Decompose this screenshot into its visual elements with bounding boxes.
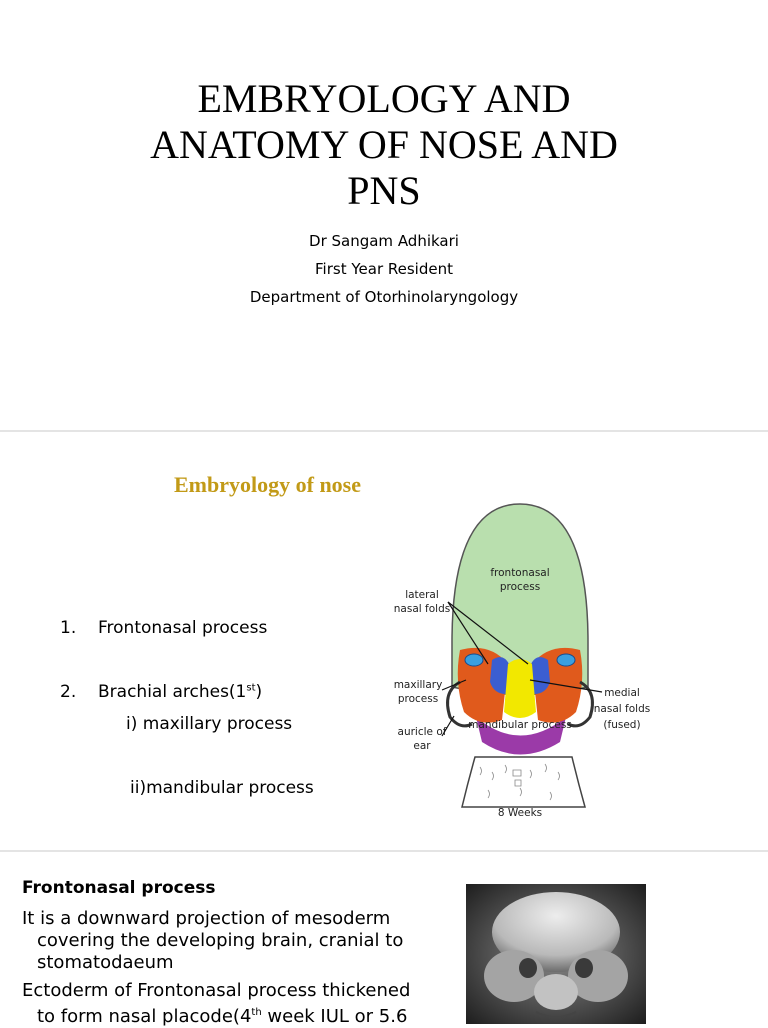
paragraph-line: Ectoderm of Frontonasal process thickene… xyxy=(22,980,411,1001)
paragraph-1: It is a downward projection of mesoderm … xyxy=(22,908,432,974)
slide-divider xyxy=(0,430,768,432)
list-label: Frontonasal process xyxy=(98,618,268,638)
lateral-nasal-fold-left xyxy=(490,657,510,694)
author-role: First Year Resident xyxy=(315,260,453,278)
paragraph-line: It is a downward projection of mesoderm xyxy=(22,908,391,929)
list-number: 1. xyxy=(60,618,77,638)
neck-texture xyxy=(479,763,560,801)
frontonasal-slide: Frontonasal process It is a downward pro… xyxy=(0,852,768,1027)
eye-left xyxy=(464,653,484,667)
paragraph-line: to form nasal placode(4th week IUL or 5.… xyxy=(22,1002,432,1028)
title-line-3: PNS xyxy=(347,168,421,213)
paragraph-superscript: th xyxy=(251,1007,262,1018)
leader-lines xyxy=(441,601,603,737)
title-slide: EMBRYOLOGY AND ANATOMY OF NOSE AND PNS D… xyxy=(0,0,768,430)
list-item-brachial-arches: 2. Brachial arches(1st) xyxy=(60,682,262,702)
slide-heading: Frontonasal process xyxy=(22,878,216,898)
paragraph-text: week IUL or 5.6 xyxy=(261,1006,408,1027)
sub-item-mandibular: ii)mandibular process xyxy=(130,778,314,798)
ear-left xyxy=(446,680,473,728)
embryology-slide: Embryology of nose 1. Frontonasal process… xyxy=(0,432,768,852)
slide-title: EMBRYOLOGY AND ANATOMY OF NOSE AND PNS xyxy=(0,76,768,214)
author-department: Department of Otorhinolaryngology xyxy=(249,288,519,306)
paragraph-line: stomatodaeum xyxy=(37,952,174,973)
neck-shape xyxy=(461,756,586,808)
slide-heading: Embryology of nose xyxy=(174,472,361,497)
list-item-frontonasal: 1. Frontonasal process xyxy=(60,618,267,638)
label-mandibular: mandibular process xyxy=(468,719,572,731)
title-line-2: ANATOMY OF NOSE AND xyxy=(150,122,618,167)
list-label-close: ) xyxy=(255,682,263,702)
label-weeks: 8 Weeks xyxy=(498,807,542,819)
author-name: Dr Sangam Adhikari xyxy=(309,232,459,250)
paragraph-text: to form nasal placode(4 xyxy=(37,1006,252,1027)
lateral-nasal-fold-right xyxy=(530,657,550,694)
list-superscript: st xyxy=(246,682,256,694)
title-line-1: EMBRYOLOGY AND xyxy=(197,76,571,121)
eye-right xyxy=(556,653,576,667)
list-number: 2. xyxy=(60,682,77,702)
list-label: Brachial arches(1 xyxy=(98,682,247,702)
sub-item-maxillary: i) maxillary process xyxy=(126,714,293,734)
medial-nasal-folds-fused xyxy=(504,659,536,718)
embryo-sem-photo xyxy=(466,884,646,1024)
slide-divider xyxy=(0,850,768,852)
paragraph-2: Ectoderm of Frontonasal process thickene… xyxy=(22,980,432,1028)
mandibular-process-region xyxy=(476,717,566,755)
paragraph-line: covering the developing brain, cranial t… xyxy=(37,930,404,951)
